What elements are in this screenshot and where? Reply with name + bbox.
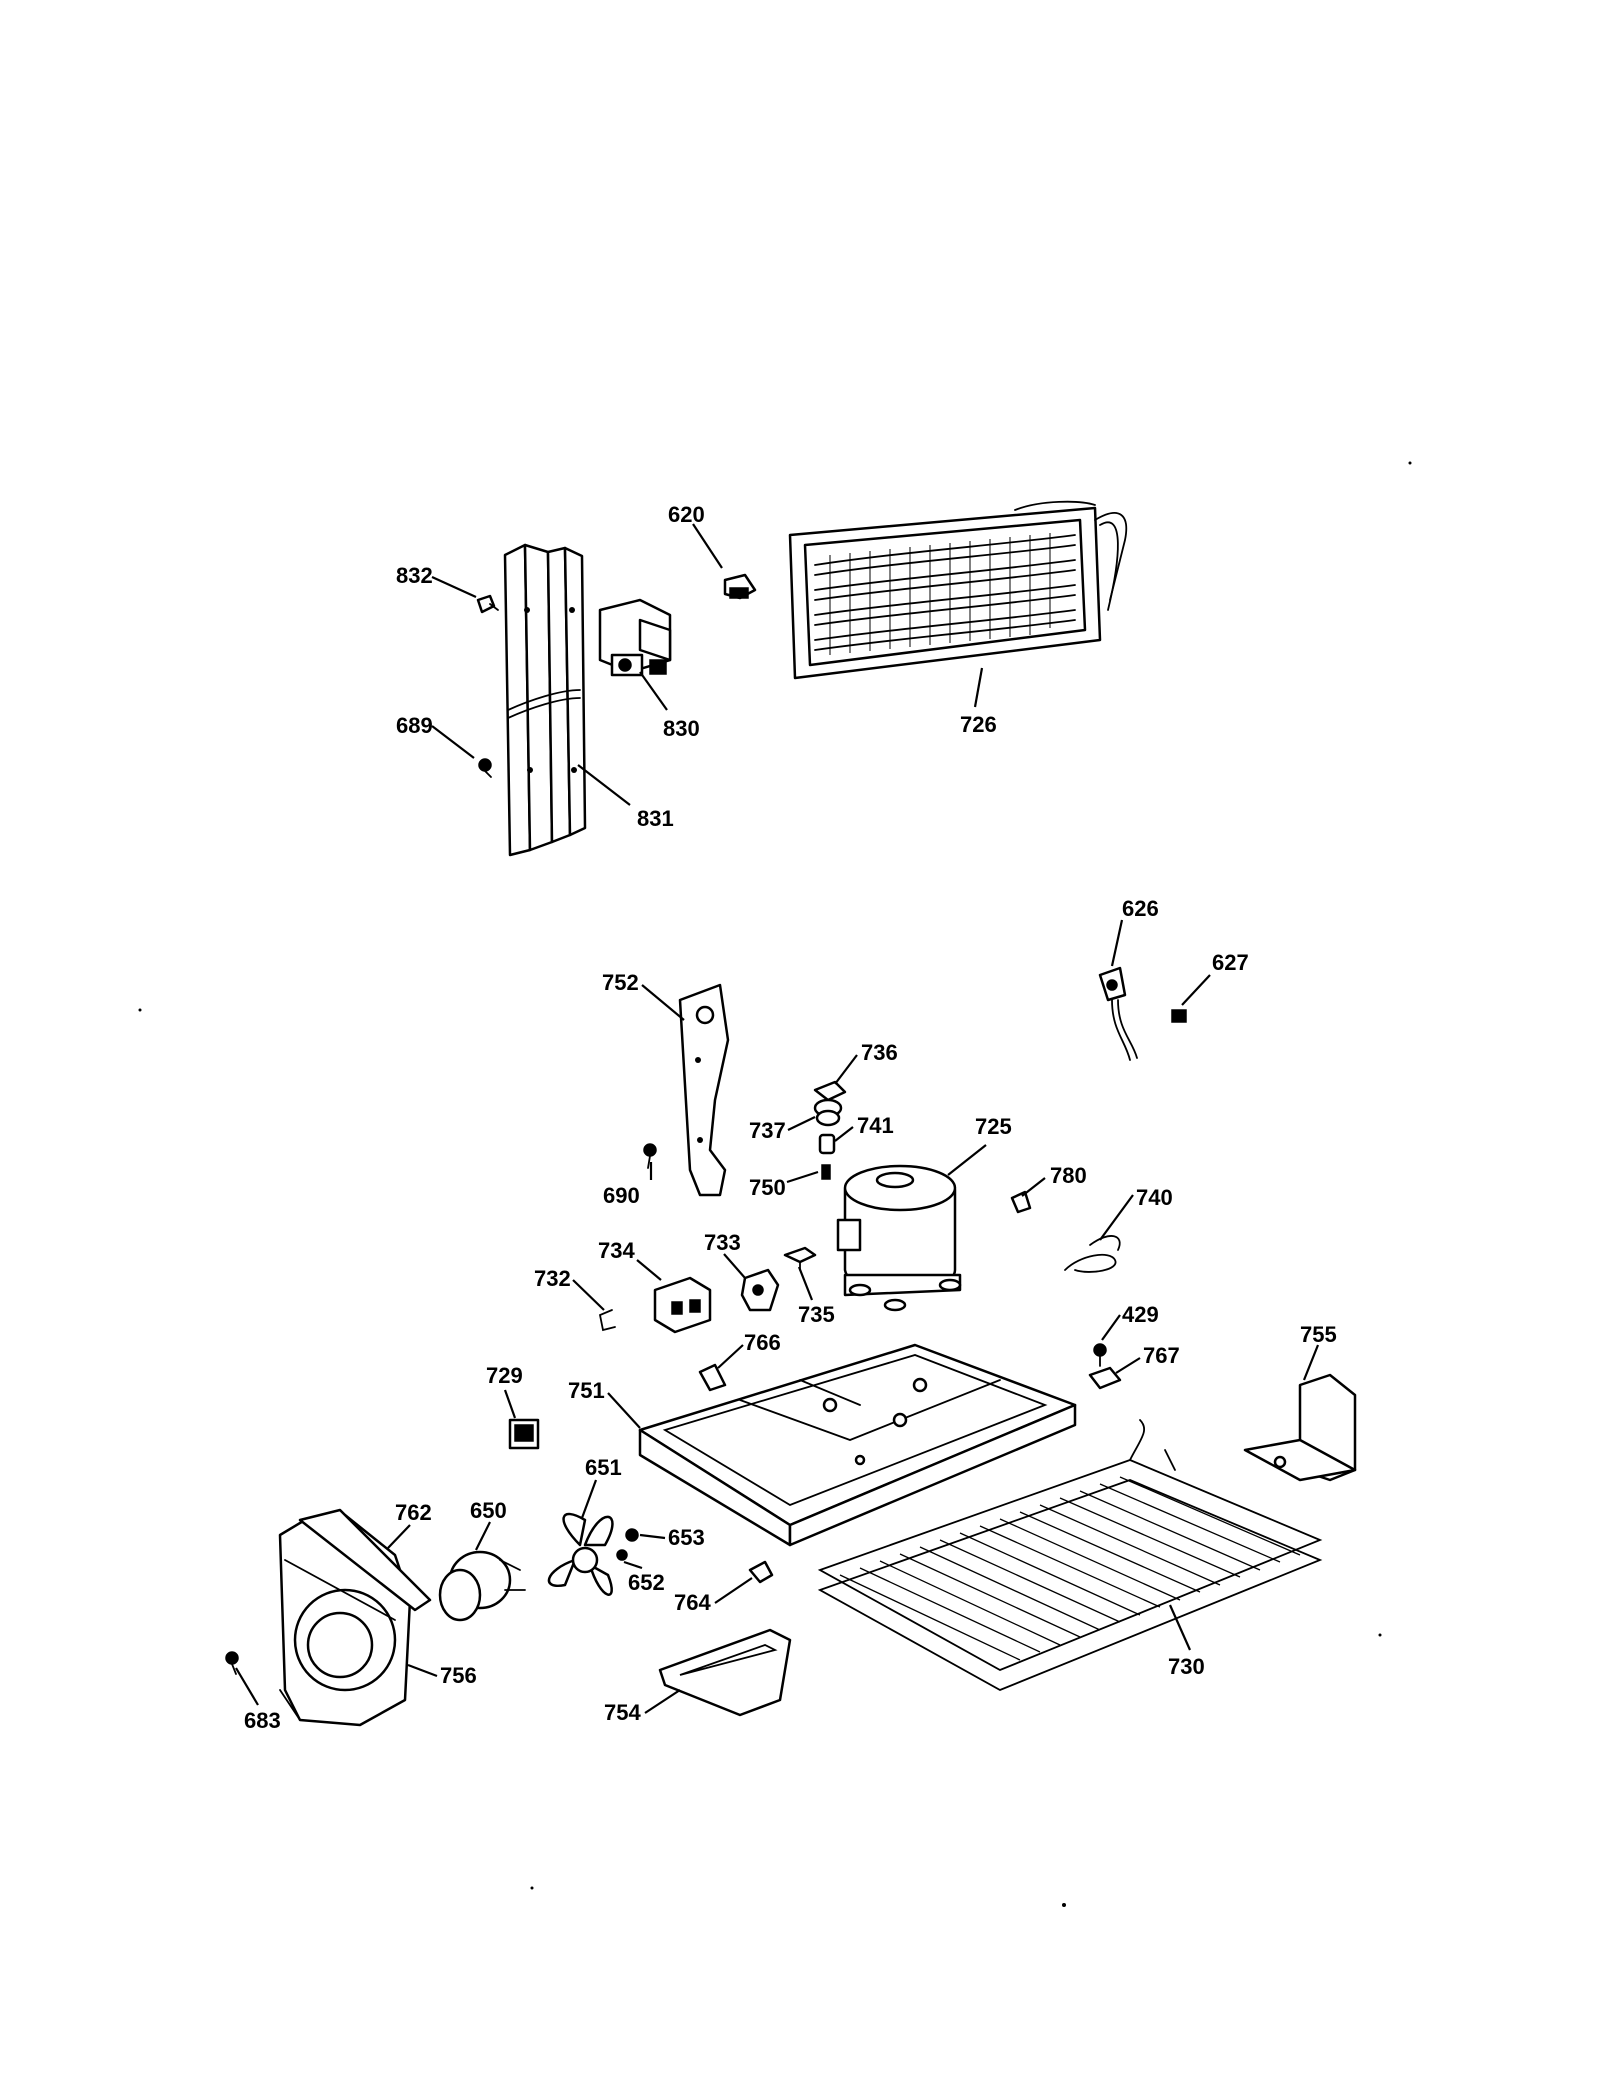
part-725-compressor	[836, 1164, 962, 1312]
callout-754: 754	[604, 1700, 641, 1725]
callout-729: 729	[486, 1363, 523, 1388]
callout-689: 689	[396, 713, 433, 738]
part-751-base	[638, 1343, 1077, 1547]
part-780-clip	[1010, 1190, 1032, 1214]
callout-726: 726	[960, 712, 997, 737]
part-653-nut	[625, 1528, 639, 1542]
callout-626: 626	[1122, 896, 1159, 921]
part-832-screw	[476, 594, 499, 614]
part-650-fan-motor	[438, 1550, 526, 1622]
callout-651: 651	[585, 1455, 622, 1480]
part-755-bracket	[1243, 1373, 1357, 1482]
callout-737: 737	[749, 1118, 786, 1143]
callout-683: 683	[244, 1708, 281, 1733]
part-756-fan-shroud	[278, 1508, 432, 1727]
part-690-screw	[643, 1143, 657, 1169]
callout-752: 752	[602, 970, 639, 995]
part-730-condenser	[817, 1419, 1323, 1691]
callout-831: 831	[637, 806, 674, 831]
callout-690: 690	[603, 1183, 640, 1208]
leader-lines	[235, 523, 1320, 1714]
part-736-clip	[813, 1080, 847, 1102]
callout-830: 830	[663, 716, 700, 741]
part-752-bracket	[678, 983, 730, 1197]
part-729-capacitor	[508, 1418, 540, 1450]
part-831-channel	[503, 543, 587, 857]
part-626-cord	[1098, 966, 1138, 1061]
callout-762: 762	[395, 1500, 432, 1525]
part-740-tube	[1064, 1235, 1121, 1273]
part-726-evaporator	[788, 500, 1128, 680]
part-651-fan-blade	[547, 1512, 614, 1596]
part-830-damper-control	[598, 598, 672, 677]
callout-832: 832	[396, 563, 433, 588]
part-766-clip	[698, 1363, 727, 1392]
part-733-relay	[740, 1268, 780, 1312]
callout-652: 652	[628, 1570, 665, 1595]
callout-750: 750	[749, 1175, 786, 1200]
callout-653: 653	[668, 1525, 705, 1550]
callout-766: 766	[744, 1330, 781, 1355]
part-750-bolt	[821, 1164, 831, 1180]
callout-780: 780	[1050, 1163, 1087, 1188]
callout-764: 764	[674, 1590, 711, 1615]
callout-730: 730	[1168, 1654, 1205, 1679]
callout-741: 741	[857, 1113, 894, 1138]
callout-767: 767	[1143, 1343, 1180, 1368]
callout-627: 627	[1212, 950, 1249, 975]
callout-756: 756	[440, 1663, 477, 1688]
part-732-clip	[598, 1309, 616, 1332]
part-429-screw	[1093, 1343, 1107, 1367]
part-754-drain-pan	[658, 1628, 792, 1717]
callout-620: 620	[668, 502, 705, 527]
callout-650: 650	[470, 1498, 507, 1523]
callout-735: 735	[798, 1302, 835, 1327]
part-741-sleeve	[818, 1133, 836, 1155]
part-737-grommet	[813, 1098, 843, 1127]
callout-725: 725	[975, 1114, 1012, 1139]
part-683-screw	[225, 1651, 239, 1675]
callout-733: 733	[704, 1230, 741, 1255]
callout-429: 429	[1122, 1302, 1159, 1327]
callout-740: 740	[1136, 1185, 1173, 1210]
callout-734: 734	[598, 1238, 635, 1263]
part-734-overload	[653, 1276, 712, 1334]
part-767-clip	[1088, 1366, 1122, 1390]
part-652-washer	[616, 1549, 628, 1561]
callout-732: 732	[534, 1266, 571, 1291]
part-627-screw	[1171, 1009, 1187, 1023]
callout-755: 755	[1300, 1322, 1337, 1347]
part-764-clip	[748, 1560, 774, 1584]
callout-736: 736	[861, 1040, 898, 1065]
callout-751: 751	[568, 1378, 605, 1403]
part-689-screw	[478, 758, 492, 778]
part-620-clip	[723, 573, 757, 600]
